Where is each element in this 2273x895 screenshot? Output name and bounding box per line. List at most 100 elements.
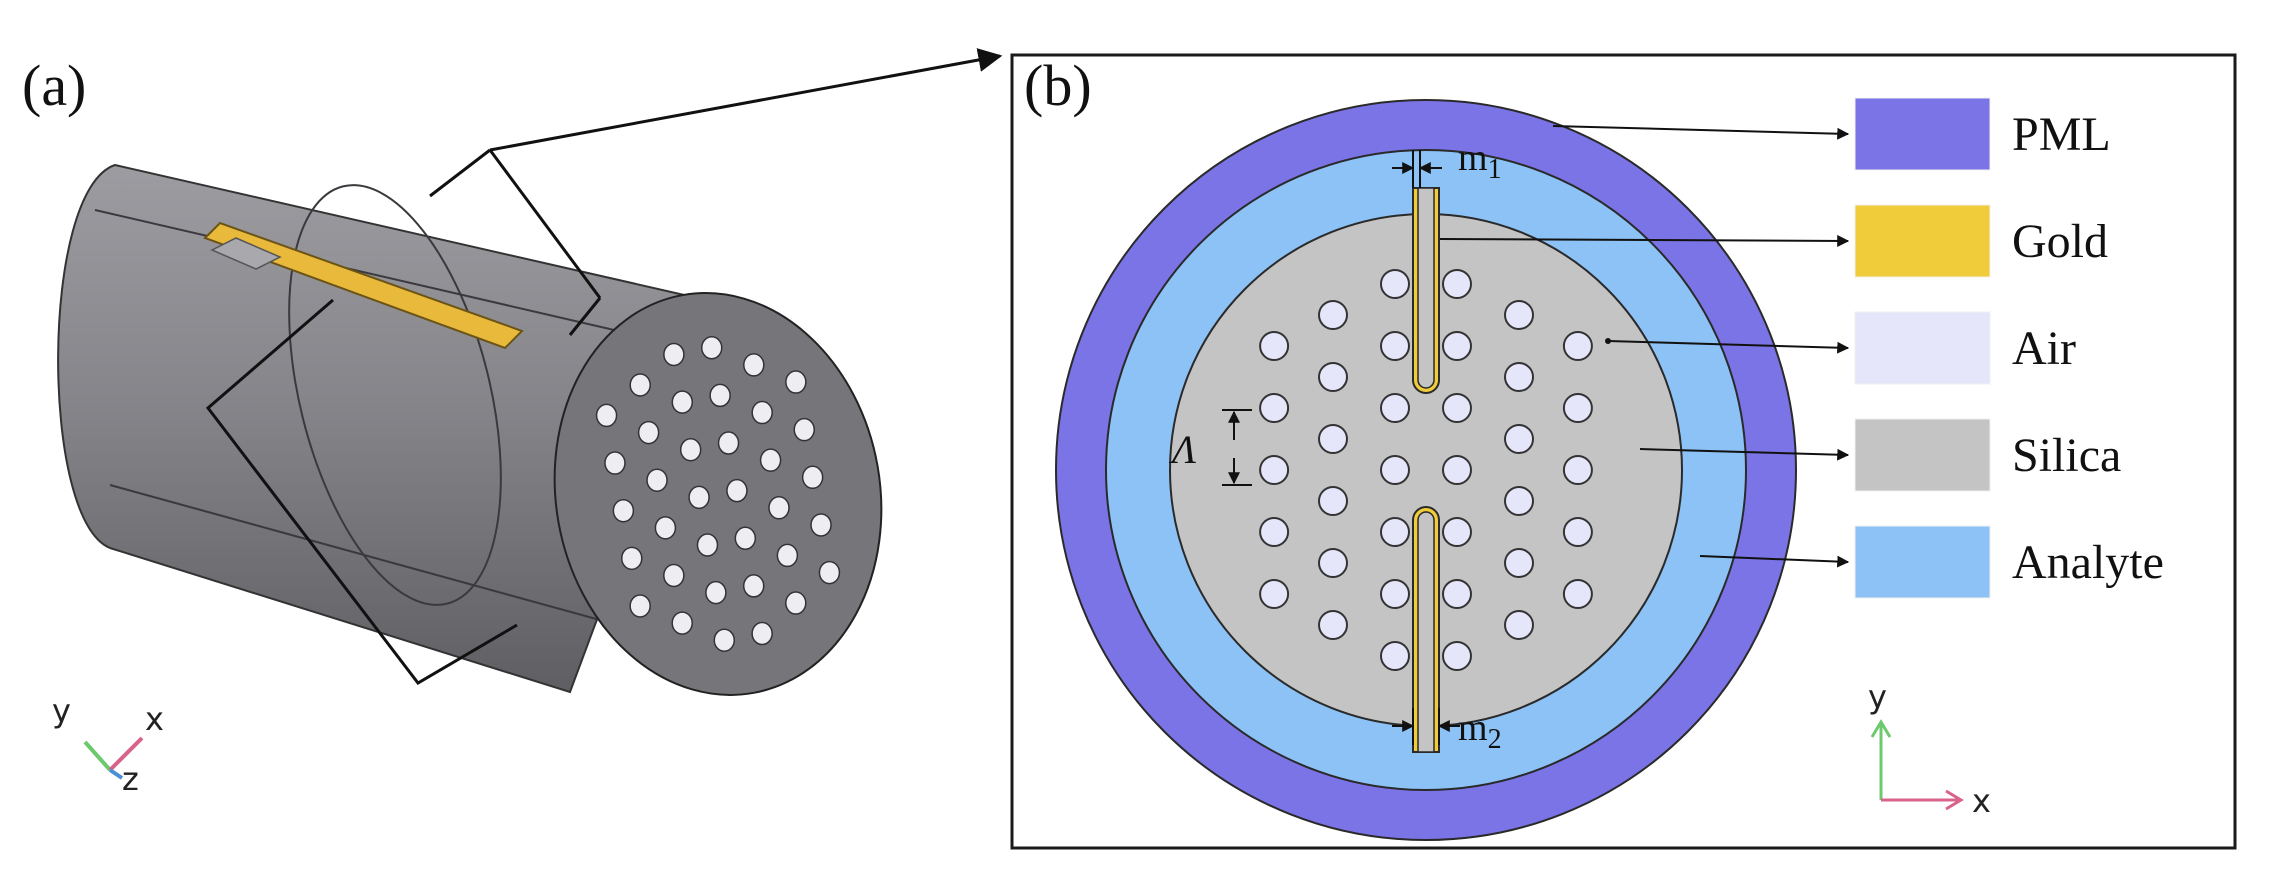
end-face-hole	[612, 498, 635, 523]
fiber-mid-seam	[288, 184, 502, 606]
cross-section-plane-edge	[568, 297, 602, 336]
axis-z-3d	[108, 768, 124, 780]
gold-channel-top-inner	[1417, 187, 1435, 389]
end-face-hole	[742, 574, 765, 598]
air-leader-dot	[1605, 338, 1611, 344]
legend-swatch-air	[1854, 311, 1991, 385]
end-face-hole	[595, 403, 618, 428]
end-face-hole	[751, 621, 773, 646]
pitch-label: Λ	[1168, 427, 1196, 472]
air-hole	[1380, 393, 1410, 423]
air-hole	[1259, 393, 1290, 423]
axis-x-2d-head	[1945, 789, 1964, 811]
m2-label-base: m	[1458, 707, 1488, 749]
air-hole	[1504, 424, 1534, 454]
end-face-hole	[818, 560, 841, 585]
air-hole	[1318, 300, 1348, 330]
air-hole	[1562, 579, 1593, 609]
air-hole	[1504, 362, 1534, 392]
fiber-cylinder-3d	[57, 163, 883, 696]
end-face-hole	[751, 400, 773, 425]
legend-label-analyte: Analyte	[2012, 536, 2164, 589]
end-face-hole	[700, 336, 723, 360]
end-face-hole	[663, 563, 685, 588]
fiber-end-face-holes	[595, 336, 841, 652]
fiber-top-seam	[94, 209, 641, 337]
end-face-hole	[671, 611, 693, 635]
air-hole	[1259, 455, 1290, 485]
legend-label-air: Air	[2012, 322, 2076, 375]
legend-leader-analyte	[1699, 555, 1850, 568]
panel-b-label: (b)	[1024, 53, 1092, 118]
air-hole	[1380, 579, 1410, 609]
end-face-hole	[629, 373, 651, 397]
air-hole	[1442, 455, 1472, 485]
air-hole	[1259, 331, 1290, 361]
pitch-annotation: Λ	[1168, 409, 1252, 486]
air-hole	[1442, 579, 1472, 609]
air-hole	[1318, 424, 1348, 454]
air-hole	[1380, 517, 1410, 547]
axis-y-2d-head	[1870, 719, 1892, 738]
air-hole	[1380, 641, 1410, 671]
axis-y-2d-label: y	[1868, 678, 1887, 716]
end-face-hole	[621, 546, 643, 571]
end-face-hole	[759, 448, 782, 472]
axis-y-3d-label: y	[52, 692, 71, 730]
air-hole	[1318, 548, 1348, 578]
air-hole	[1259, 579, 1290, 609]
air-hole	[1562, 331, 1593, 361]
end-face-hole	[785, 370, 807, 394]
legend-swatch-silica	[1854, 418, 1991, 492]
end-face-hole	[688, 485, 710, 510]
end-face-hole	[663, 342, 685, 367]
air-holes	[1259, 269, 1593, 671]
air-hole	[1504, 548, 1534, 578]
legend-swatch-pml	[1854, 97, 1991, 171]
m2-label: m2	[1458, 707, 1502, 755]
air-hole	[1562, 393, 1593, 423]
legend-leader-air	[1607, 340, 1850, 354]
gold-channel-bottom-inner	[1417, 511, 1435, 753]
zoom-pointer-line	[489, 48, 1003, 152]
end-face-hole	[604, 451, 626, 475]
axes-triad-3d: y x z	[52, 692, 164, 798]
air-hole	[1442, 393, 1472, 423]
air-hole	[1442, 269, 1472, 299]
cross-section-plane	[205, 148, 602, 685]
axis-x-3d	[108, 736, 144, 772]
legend-swatch-analyte	[1854, 525, 1991, 599]
legend-leader-pml	[1552, 125, 1850, 140]
m2-annotation: m2	[1392, 707, 1502, 755]
end-face-hole	[696, 533, 719, 557]
end-face-hole	[743, 353, 765, 377]
air-hole	[1504, 610, 1534, 640]
m1-annotation: m1	[1392, 137, 1502, 188]
end-face-hole	[810, 513, 832, 537]
axis-z-3d-label: z	[122, 760, 139, 798]
end-face-hole	[646, 468, 668, 492]
m1-label-base: m	[1458, 137, 1488, 179]
air-hole	[1259, 517, 1290, 547]
legend-swatch-gold	[1854, 204, 1991, 278]
air-hole	[1318, 362, 1348, 392]
axis-x-3d-label: x	[145, 700, 164, 738]
end-face-hole	[679, 437, 702, 462]
end-face-hole	[713, 628, 736, 652]
air-hole	[1562, 455, 1593, 485]
end-face-hole	[709, 383, 731, 408]
m1-label-sub: 1	[1488, 154, 1502, 185]
axes-triad-2d: y x	[1868, 678, 1991, 820]
legend-label-gold: Gold	[2012, 215, 2108, 268]
end-face-hole	[768, 496, 790, 520]
gold-strip-slot	[210, 237, 282, 270]
air-hole	[1442, 517, 1472, 547]
air-hole	[1504, 486, 1534, 516]
m1-label: m1	[1458, 137, 1502, 185]
fiber-body	[57, 163, 717, 694]
air-hole	[1562, 517, 1593, 547]
legend-label-pml: PML	[2012, 108, 2111, 161]
end-face-hole	[785, 591, 807, 615]
